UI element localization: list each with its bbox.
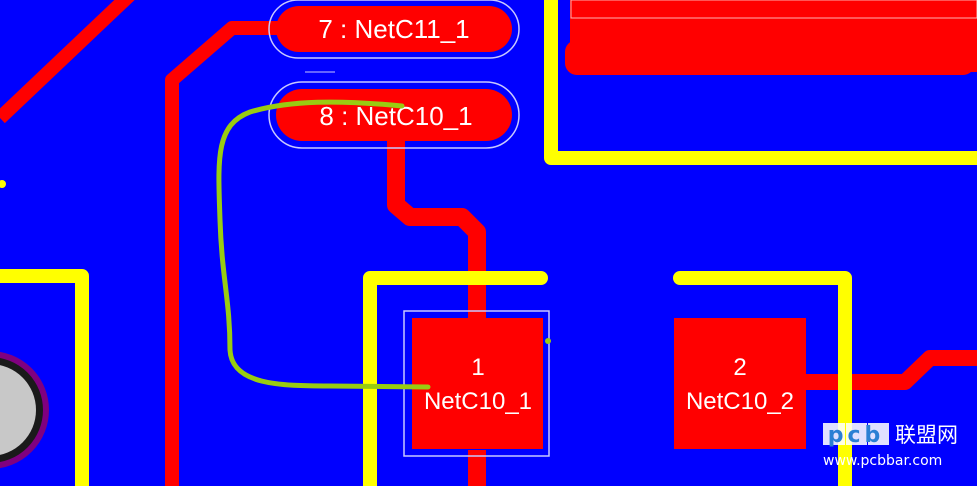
pad-7-label: 7 : NetC11_1	[318, 14, 469, 44]
cap-pad-2-number: 2	[733, 354, 746, 381]
watermark-logo: pcb 联盟网 www.pcbbar.com	[823, 423, 958, 469]
silkscreen-c-right	[673, 271, 852, 486]
pad-7-outline	[268, 0, 520, 59]
trace-diagonal-left[interactable]	[0, 0, 135, 124]
ratsnest-line	[216, 99, 431, 390]
trace-netc10-1[interactable]	[387, 140, 486, 340]
trace-to-pad7[interactable]	[165, 21, 300, 486]
silkscreen-c-left	[363, 271, 548, 486]
watermark-box-1	[823, 423, 845, 445]
watermark-box-3	[868, 423, 889, 445]
cap-pad-1[interactable]: 1 NetC10_1	[403, 310, 550, 457]
watermark-box-2	[846, 423, 867, 445]
cap-pad-1-outline	[403, 310, 550, 457]
cap-pad-2-copper	[674, 318, 806, 449]
pad-7[interactable]: 7 : NetC11_1	[268, 0, 520, 59]
cap-pad-1-copper	[412, 318, 543, 449]
silkscreen-outline-ic	[544, 0, 977, 165]
copper-pour-lower	[565, 40, 975, 75]
cap-pad-2-net: NetC10_2	[686, 388, 794, 415]
ratsnest-node	[545, 338, 551, 344]
pad-8-outline	[268, 81, 520, 149]
pad-7-copper	[276, 6, 512, 52]
component-circle[interactable]	[0, 364, 36, 456]
cap-pad-2[interactable]: 2 NetC10_2	[674, 318, 806, 449]
watermark-url: www.pcbbar.com	[823, 453, 942, 469]
watermark-brand: pcb	[828, 423, 885, 448]
silkscreen-inner-line	[570, 0, 977, 19]
cap-pad-1-net: NetC10_1	[424, 388, 532, 415]
trace-netc10-2[interactable]	[800, 350, 977, 390]
cap-pad-1-number: 1	[471, 354, 484, 381]
trace-bottom-stub	[468, 450, 486, 486]
pad-8[interactable]: 8 : NetC10_1	[268, 81, 520, 149]
via-dot	[0, 180, 6, 188]
silkscreen-left-part	[0, 269, 89, 486]
watermark-brand-cn: 联盟网	[895, 423, 958, 447]
